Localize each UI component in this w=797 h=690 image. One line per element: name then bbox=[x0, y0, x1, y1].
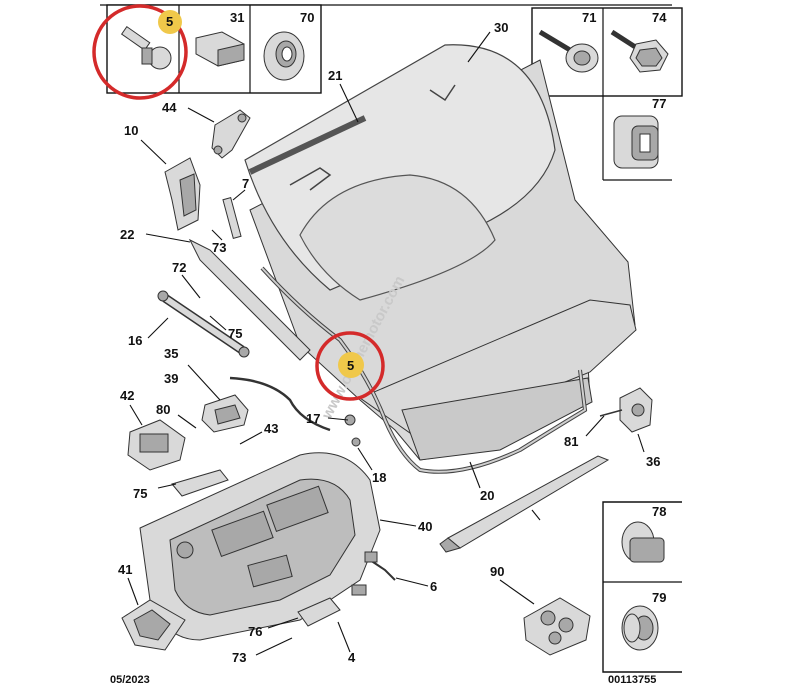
clip-77-part bbox=[613, 115, 659, 169]
clip-7-part bbox=[222, 197, 242, 239]
callout-80: 80 bbox=[156, 402, 170, 417]
callout-79: 79 bbox=[652, 590, 666, 605]
callout-10: 10 bbox=[124, 123, 138, 138]
callout-5-middle: 5 bbox=[347, 358, 354, 373]
callout-7: 7 bbox=[242, 176, 249, 191]
cover-41-part bbox=[121, 599, 186, 651]
callout-43: 43 bbox=[264, 421, 278, 436]
callout-42: 42 bbox=[120, 388, 134, 403]
lock-mechanism bbox=[619, 387, 653, 433]
callout-76: 76 bbox=[248, 624, 262, 639]
callout-36: 36 bbox=[646, 454, 660, 469]
sensor-6-part bbox=[351, 551, 396, 596]
callout-73-upper: 73 bbox=[212, 240, 226, 255]
callout-73-lower: 73 bbox=[232, 650, 246, 665]
screw-74-part bbox=[610, 29, 669, 73]
highlight-circles bbox=[92, 4, 385, 401]
callout-74: 74 bbox=[652, 10, 667, 25]
highlight-circle-top bbox=[92, 4, 188, 100]
callout-77: 77 bbox=[652, 96, 666, 111]
mounting-rail bbox=[188, 238, 311, 361]
glass-strip bbox=[248, 115, 367, 175]
callout-35: 35 bbox=[164, 346, 178, 361]
callout-90: 90 bbox=[490, 564, 504, 579]
callout-20: 20 bbox=[480, 488, 494, 503]
lock-cable bbox=[229, 376, 331, 432]
screw-71-part bbox=[538, 29, 599, 73]
foam-block-part bbox=[195, 31, 245, 67]
inner-glass-opening bbox=[299, 174, 496, 301]
clip-78-part bbox=[621, 521, 665, 563]
parts-box-top-left bbox=[106, 4, 322, 94]
connector-42-part bbox=[127, 419, 186, 471]
date-code: 05/2023 bbox=[110, 674, 150, 685]
callout-70: 70 bbox=[300, 10, 314, 25]
hinge-bracket bbox=[164, 157, 201, 231]
inner-trim-panel bbox=[139, 452, 381, 641]
callout-39: 39 bbox=[164, 371, 178, 386]
badge-top bbox=[158, 10, 182, 34]
callout-44: 44 bbox=[162, 100, 177, 115]
figure-number: 00113755 bbox=[608, 674, 656, 685]
hinge-arm bbox=[211, 109, 251, 159]
control-module bbox=[201, 394, 249, 433]
highlight-circle-middle bbox=[315, 331, 385, 401]
grommet-part bbox=[263, 31, 305, 81]
callout-40: 40 bbox=[418, 519, 432, 534]
callout-6: 6 bbox=[430, 579, 437, 594]
callout-78: 78 bbox=[652, 504, 666, 519]
handle-76-part bbox=[297, 597, 341, 627]
callout-22: 22 bbox=[120, 227, 134, 242]
ball-stud-part bbox=[120, 25, 172, 70]
parts-box-bottom-right bbox=[602, 501, 682, 673]
callout-75-upper: 75 bbox=[228, 326, 242, 341]
badge-middle bbox=[338, 352, 364, 378]
callout-labels: 5 31 70 71 74 77 30 21 44 10 7 22 73 72 … bbox=[118, 10, 667, 665]
callout-17: 17 bbox=[306, 411, 320, 426]
tailgate-assembly bbox=[244, 44, 637, 474]
callout-75-lower: 75 bbox=[133, 486, 147, 501]
callout-41: 41 bbox=[118, 562, 132, 577]
leader-lines bbox=[127, 31, 645, 656]
callout-21: 21 bbox=[328, 68, 342, 83]
bracket-75-part bbox=[171, 469, 229, 497]
wiring-harness bbox=[289, 167, 332, 191]
callout-72: 72 bbox=[172, 260, 186, 275]
fastener-18 bbox=[351, 437, 361, 447]
parts-box-top-right bbox=[531, 7, 683, 181]
garnish-strip bbox=[447, 455, 610, 549]
fastener-kit bbox=[523, 597, 591, 656]
callout-5-top: 5 bbox=[166, 14, 173, 29]
callout-16: 16 bbox=[128, 333, 142, 348]
callout-18: 18 bbox=[372, 470, 386, 485]
callout-4: 4 bbox=[348, 650, 356, 665]
callout-71: 71 bbox=[582, 10, 596, 25]
gas-strut bbox=[157, 290, 250, 358]
callout-81: 81 bbox=[564, 434, 578, 449]
callout-31: 31 bbox=[230, 10, 244, 25]
clip-79-part bbox=[621, 605, 659, 651]
callout-30: 30 bbox=[494, 20, 508, 35]
